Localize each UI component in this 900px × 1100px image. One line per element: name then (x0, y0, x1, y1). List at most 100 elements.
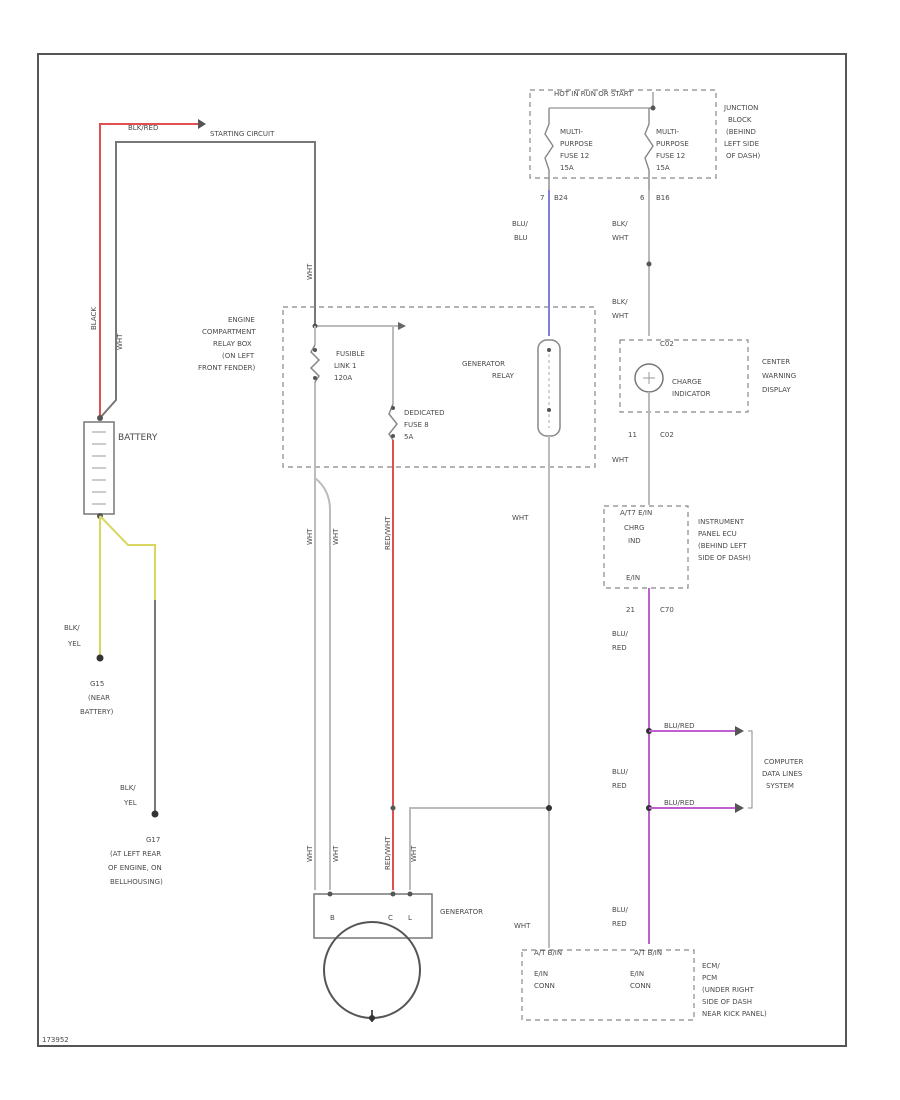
bus-arrow-icon (398, 322, 406, 330)
label-wire-blu-red-2b: RED (612, 782, 627, 790)
ground-g17-point (151, 810, 159, 818)
label-ipecu-a: INSTRUMENT (698, 518, 745, 526)
label-wire-blu-blu-a: BLU/ (512, 220, 528, 228)
label-wire-red-wht: RED/WHT (384, 516, 392, 550)
label-wire-wht-gen-1: WHT (306, 845, 314, 862)
label-fuse12-right-a: MULTI- (656, 128, 679, 136)
label-relay-box-e: FRONT FENDER) (198, 364, 255, 372)
label-wire-blk-wht-1b: WHT (612, 234, 629, 242)
label-conn-b24: B24 (554, 194, 568, 202)
center-warning-display-box (619, 339, 749, 413)
label-g15-c: BATTERY) (80, 708, 114, 716)
label-junction-block-e: OF DASH) (726, 152, 761, 160)
label-fusible-link-a: FUSIBLE (336, 350, 365, 358)
label-battery: BATTERY (118, 433, 158, 443)
label-ecm-d: SIDE OF DASH (702, 998, 752, 1006)
label-fuse12-left-a: MULTI- (560, 128, 583, 136)
label-wire-blk-yel-1b: YEL (67, 640, 81, 648)
label-wire-wht-battery: WHT (116, 333, 124, 350)
label-fuse12-left-c: FUSE 12 (560, 152, 589, 160)
label-gen-terminal-b: B (330, 914, 335, 922)
label-starting-circuit: STARTING CIRCUIT (210, 130, 275, 138)
label-generator: GENERATOR (440, 908, 483, 916)
generator-relay-symbol (537, 339, 561, 437)
label-gen-terminal-l: L (408, 914, 412, 922)
label-computer-data-c: SYSTEM (766, 782, 794, 790)
wht-wire-generator-l (409, 807, 549, 890)
label-dedicated-fuse-a: DEDICATED (404, 409, 445, 417)
label-ecm-left-b: CONN (534, 982, 555, 990)
label-junction-block-b: BLOCK (728, 116, 752, 124)
label-wire-blk-yel-1a: BLK/ (64, 624, 80, 632)
label-wire-blk-red: BLK/RED (128, 124, 158, 132)
label-pin-21: 21 (626, 606, 635, 614)
label-center-warning-a: CENTER (762, 358, 790, 366)
label-wire-wht-gen-2: WHT (332, 845, 340, 862)
data-line-tap-2 (646, 803, 744, 813)
fusible-link-symbol (309, 344, 321, 383)
label-fuse12-right-b: PURPOSE (656, 140, 689, 148)
label-ecm-left-a: E/IN (534, 970, 548, 978)
battery-positive-red-wire (99, 123, 198, 418)
label-bus-1: BLU/RED (664, 722, 695, 730)
label-hot-in-run: HOT IN RUN OR START (554, 90, 633, 98)
label-wire-blu-red-2a: BLU/ (612, 768, 628, 776)
label-conn-c02-top: C02 (660, 340, 674, 348)
label-fuse12-right-c: FUSE 12 (656, 152, 685, 160)
label-ecm-right-a: E/IN (630, 970, 644, 978)
label-ecm-a: ECM/ (702, 962, 720, 970)
label-g15-a: G15 (90, 680, 104, 688)
label-wire-wht-1: WHT (306, 528, 314, 545)
junction-block (529, 89, 717, 179)
battery-black-wire (99, 141, 316, 419)
label-charge-indicator-a: CHARGE (672, 378, 702, 386)
label-relay-box-b: COMPARTMENT (202, 328, 256, 336)
diagram-code: 173952 (42, 1036, 69, 1044)
label-center-warning-b: WARNING (762, 372, 796, 380)
label-charge-indicator-b: INDICATOR (672, 390, 711, 398)
lamp-cross-icon (643, 372, 655, 384)
label-wire-red-gen: RED/WHT (384, 836, 392, 870)
label-ecm-right-top: A/T B/IN (634, 949, 662, 957)
computer-data-bracket (748, 730, 753, 809)
label-wire-wht-gen-right: WHT (514, 922, 531, 930)
label-ipecu-ind: IND (628, 537, 641, 545)
label-computer-data-a: COMPUTER (764, 758, 803, 766)
label-relay-box-d: (ON LEFT (222, 352, 255, 360)
starting-arrow-icon (198, 119, 206, 129)
label-ipecu-d: SIDE OF DASH) (698, 554, 751, 562)
label-g15-b: (NEAR (88, 694, 110, 702)
label-gen-terminal-c: C (388, 914, 393, 922)
label-wire-blu-red-1a: BLU/ (612, 630, 628, 638)
label-ipecu-c: (BEHIND LEFT (698, 542, 747, 550)
fuse12-left-symbol (544, 108, 554, 190)
label-bus-2: BLU/RED (664, 799, 695, 807)
label-fusible-link-c: 120A (334, 374, 352, 382)
label-junction-block-c: (BEHIND (726, 128, 756, 136)
instrument-panel-ecu-box (603, 505, 689, 589)
label-fuse12-left-d: 15A (560, 164, 574, 172)
label-fuse12-left-b: PURPOSE (560, 140, 593, 148)
label-ipecu-chrg: CHRG (624, 524, 644, 532)
fuse12-right-symbol (644, 108, 654, 190)
label-conn-b16: B16 (656, 194, 670, 202)
red-wht-junction-dot (390, 805, 396, 811)
wht-wire-junction-dot (546, 805, 552, 811)
label-pin-6: 6 (640, 194, 645, 202)
wht-wire-generator-b1 (314, 466, 331, 890)
generator-terminal-block (313, 893, 433, 939)
label-pin-7: 7 (540, 194, 544, 202)
label-ipecu-b: PANEL ECU (698, 530, 737, 538)
junction-bus-wire (549, 92, 655, 109)
generator-body (323, 921, 421, 1019)
label-ipecu-conn-top: A/T7 E/IN (620, 509, 652, 517)
label-computer-data-b: DATA LINES (762, 770, 803, 778)
ecm-pcm-box (521, 949, 695, 1021)
label-wire-wht-top: WHT (306, 263, 314, 280)
label-center-warning-c: DISPLAY (762, 386, 791, 394)
label-dedicated-fuse-c: 5A (404, 433, 413, 441)
label-generator-relay-a: GENERATOR (462, 360, 505, 368)
label-ipecu-conn-bot: E/IN (626, 574, 640, 582)
label-wire-blu-blu-b: BLU (514, 234, 527, 242)
